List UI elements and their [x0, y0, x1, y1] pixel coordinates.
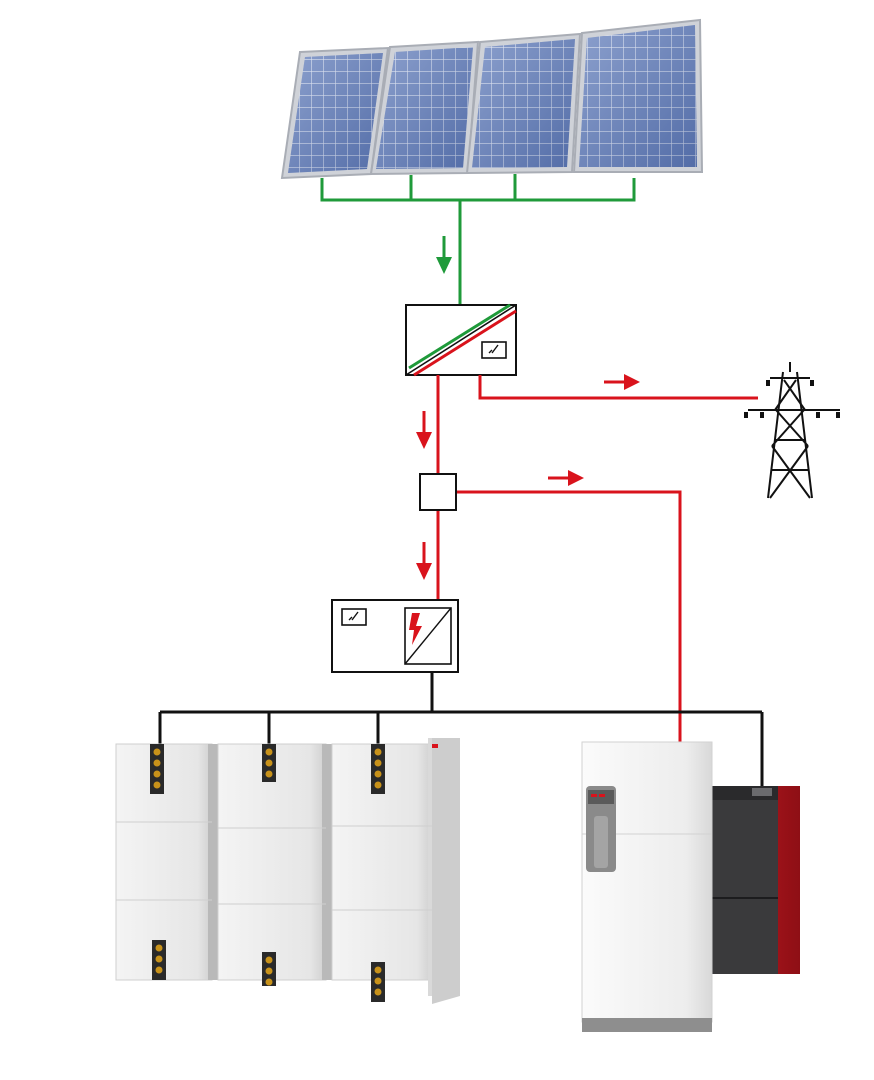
dc-wiring: [320, 174, 636, 305]
ac-heat-pump-feed: [456, 490, 682, 742]
solar-panel: [465, 32, 582, 175]
power-pylon-icon: [744, 362, 840, 499]
ac-grid-feed: [478, 375, 758, 400]
solar-panel: [369, 40, 480, 176]
storage-module: [115, 743, 218, 981]
storage-module: [217, 743, 332, 986]
ac-flow-arrow-heat-pump: [548, 470, 584, 486]
meter-check-icon: [341, 608, 367, 626]
ac-wiring: [436, 375, 758, 742]
boiler: [712, 786, 800, 974]
dc-collector-line: [320, 178, 636, 202]
solar-array: [280, 18, 704, 180]
solar-panel: [280, 46, 390, 180]
battery-inverter: [331, 599, 459, 673]
ac-flow-arrow-grid: [604, 374, 640, 390]
meter-check-icon: [481, 341, 507, 359]
heat-pump: [581, 741, 713, 1032]
control-wiring: [158, 672, 764, 786]
storage-module: [331, 738, 460, 1004]
ac-flow-arrow-down-2: [416, 542, 432, 580]
pv-inverter: [405, 303, 517, 377]
ac-flow-arrow-down-1: [416, 411, 432, 449]
junction-box: [419, 473, 457, 511]
inverter-dc-ac-icon: [405, 304, 517, 376]
lightning-bolt-icon: [409, 613, 422, 645]
dc-flow-arrow: [436, 236, 452, 274]
storage-modules: [115, 738, 460, 1004]
solar-panel: [572, 18, 704, 173]
